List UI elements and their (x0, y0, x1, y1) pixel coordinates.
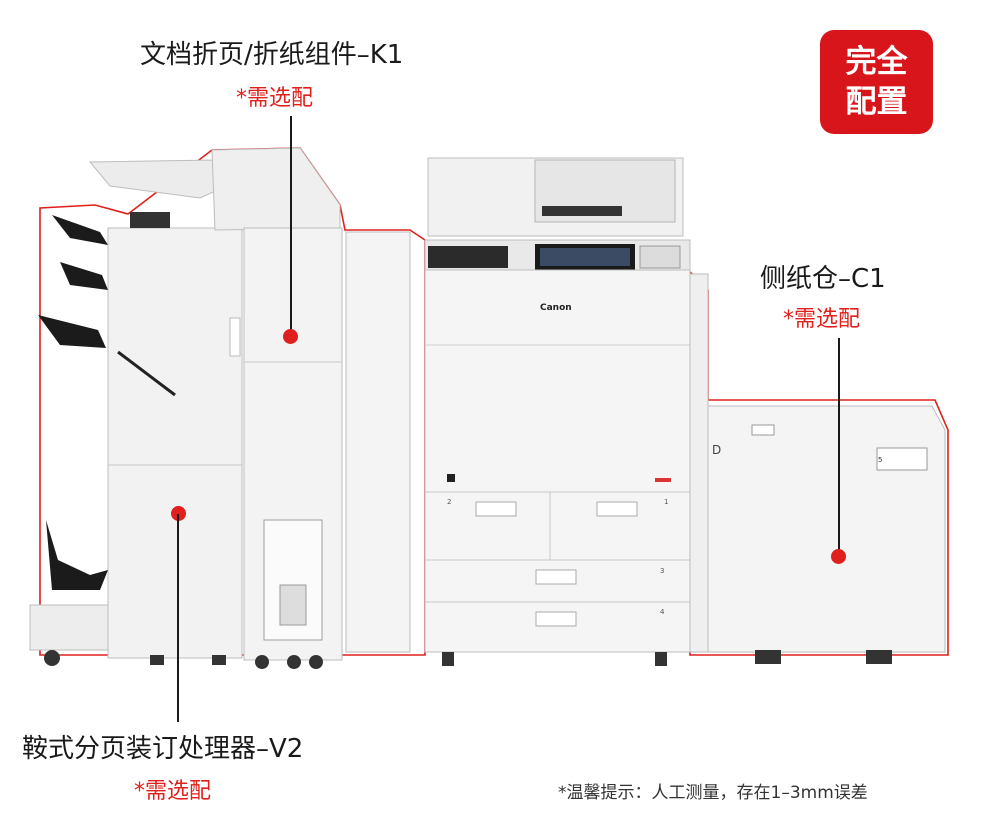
drawer-number: 1 (664, 498, 669, 506)
badge-line-1: 完全 (845, 44, 908, 80)
deck-letter: D (712, 443, 722, 457)
folding-unit-title: 文档折页/折纸组件–K1 (140, 40, 404, 70)
main-printer-drawing (424, 157, 691, 666)
side-deck-title: 侧纸仓–C1 (760, 264, 886, 294)
booklet-finisher-note: *需选配 (134, 779, 212, 804)
folding-unit-note: *需选配 (236, 86, 314, 111)
side-deck-note: *需选配 (783, 307, 861, 332)
measurement-disclaimer: *温馨提示：人工测量，存在1–3mm误差 (558, 783, 868, 803)
folding-unit-marker (283, 329, 298, 344)
side-deck-marker (831, 549, 846, 564)
badge-line-2: 配置 (845, 84, 908, 120)
booklet-finisher-leader (177, 514, 179, 722)
side-paper-deck-drawing (689, 273, 946, 664)
canon-logo: Canon (540, 303, 572, 313)
booklet-finisher-marker (171, 506, 186, 521)
full-configuration-badge: 完全 配置 (820, 30, 933, 134)
booklet-finisher-title: 鞍式分页装订处理器–V2 (22, 734, 304, 764)
connector-unit-drawing (345, 231, 411, 653)
drawer-number: 2 (447, 498, 452, 506)
side-deck-leader (838, 338, 840, 556)
folding-unit-drawing (88, 147, 343, 669)
deck-tag: 5 (878, 456, 883, 464)
booklet-finisher-drawing (29, 212, 243, 666)
drawer-number: 3 (660, 567, 665, 575)
folding-unit-leader (290, 116, 292, 336)
drawer-number: 4 (660, 608, 665, 616)
